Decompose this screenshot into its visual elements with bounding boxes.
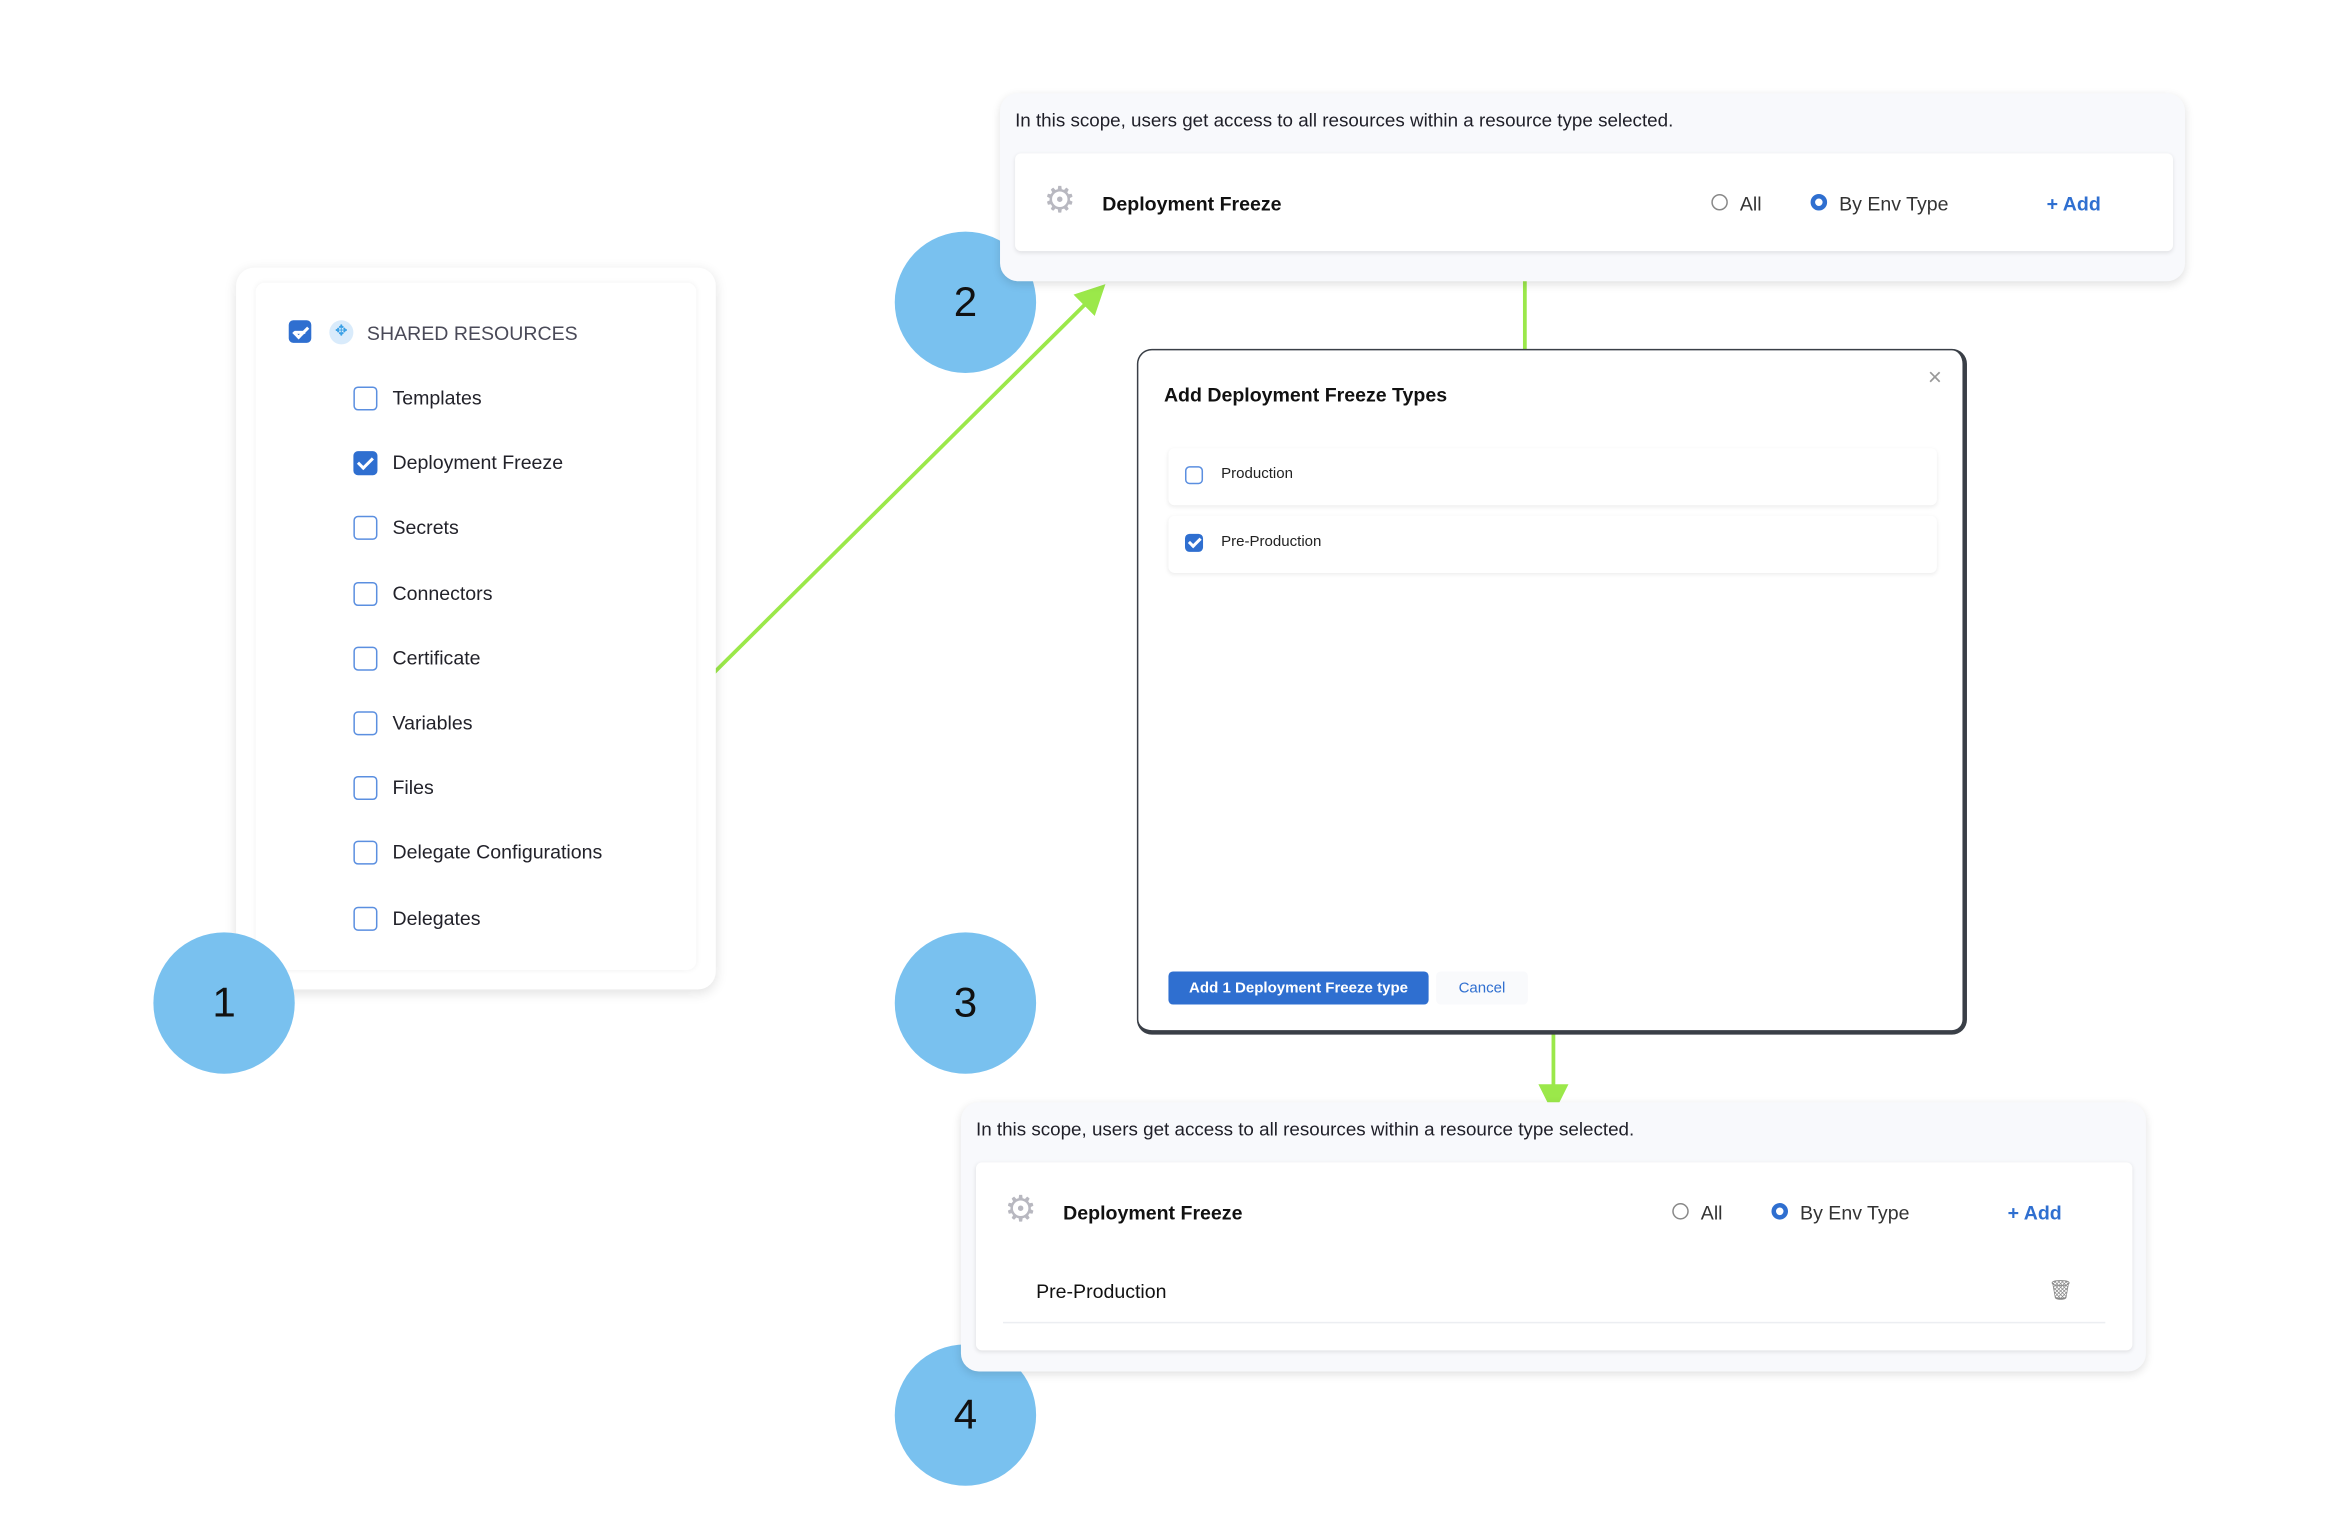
radio-all[interactable] (1672, 1203, 1689, 1220)
scope-description: In this scope, users get access to all r… (1015, 109, 1674, 131)
option-checkbox[interactable] (1184, 533, 1204, 552)
add-button[interactable]: + Add (2046, 192, 2101, 216)
gear-icon: ⚙ (1004, 1189, 1037, 1231)
step-1-badge: 1 (153, 932, 295, 1074)
radio-by-env-type-label: By Env Type (1839, 192, 1949, 216)
resource-checkbox[interactable] (353, 711, 378, 736)
resource-title: Deployment Freeze (1102, 192, 1282, 216)
select-all-checkbox[interactable] (288, 320, 312, 343)
resource-label: Deployment Freeze (392, 451, 564, 474)
scope-panel-after: In this scope, users get access to all r… (960, 1102, 2146, 1372)
close-icon[interactable]: × (1927, 365, 1942, 391)
scope-description: In this scope, users get access to all r… (975, 1118, 1635, 1140)
arrow-1-to-2 (688, 284, 1106, 698)
resource-checkbox[interactable] (353, 776, 378, 801)
add-button[interactable]: + Add (2007, 1201, 2062, 1225)
resource-label: Files (392, 776, 434, 799)
shared-resources-icon: ✥ (329, 320, 354, 345)
dialog-title: Add Deployment Freeze Types (1163, 383, 1448, 407)
step-3-badge: 3 (894, 932, 1037, 1074)
option-checkbox[interactable] (1184, 466, 1204, 485)
option-label: Pre-Production (1221, 533, 1322, 551)
section-header: SHARED RESOURCES (366, 321, 578, 345)
option-label: Production (1221, 466, 1293, 483)
radio-by-env-type[interactable] (1771, 1203, 1789, 1220)
resource-checkbox[interactable] (353, 386, 378, 411)
resource-checkbox[interactable] (353, 581, 378, 606)
resource-checkbox[interactable] (353, 906, 378, 931)
radio-by-env-type[interactable] (1810, 193, 1828, 211)
resource-label: Templates (392, 386, 482, 410)
resource-card: ⚙ Deployment Freeze All By Env Type + Ad… (975, 1162, 2133, 1351)
radio-all-label: All (1700, 1201, 1723, 1225)
resource-label: Delegate Configurations (392, 841, 603, 864)
resource-label: Secrets (392, 516, 459, 539)
scope-panel-before: In this scope, users get access to all r… (1000, 93, 2186, 282)
resource-label: Connectors (392, 581, 493, 604)
radio-all-label: All (1739, 192, 1762, 216)
selected-type-label: Pre-Production (1036, 1279, 1167, 1303)
resource-label: Variables (392, 711, 473, 734)
resource-checkbox[interactable] (353, 646, 378, 671)
option-row[interactable]: Production (1168, 448, 1937, 506)
resource-label: Delegates (392, 906, 481, 929)
radio-all[interactable] (1711, 193, 1728, 211)
resource-checkbox[interactable] (353, 451, 378, 476)
gear-icon: ⚙ (1043, 180, 1076, 222)
trash-icon[interactable]: 🗑 (2048, 1278, 2074, 1301)
resource-checkbox[interactable] (353, 841, 378, 866)
radio-by-env-type-label: By Env Type (1800, 1201, 1910, 1225)
resource-label: Certificate (392, 646, 481, 669)
resource-card: ⚙ Deployment Freeze All By Env Type + Ad… (1015, 153, 2173, 252)
cancel-button[interactable]: Cancel (1436, 971, 1528, 1005)
row-divider (1003, 1321, 2106, 1324)
option-row[interactable]: Pre-Production (1168, 515, 1937, 573)
resource-checkbox[interactable] (353, 516, 378, 541)
submit-button[interactable]: Add 1 Deployment Freeze type (1168, 971, 1429, 1005)
add-freeze-types-dialog: Add Deployment Freeze Types × Production… (1136, 348, 1967, 1035)
resource-title: Deployment Freeze (1063, 1201, 1243, 1225)
